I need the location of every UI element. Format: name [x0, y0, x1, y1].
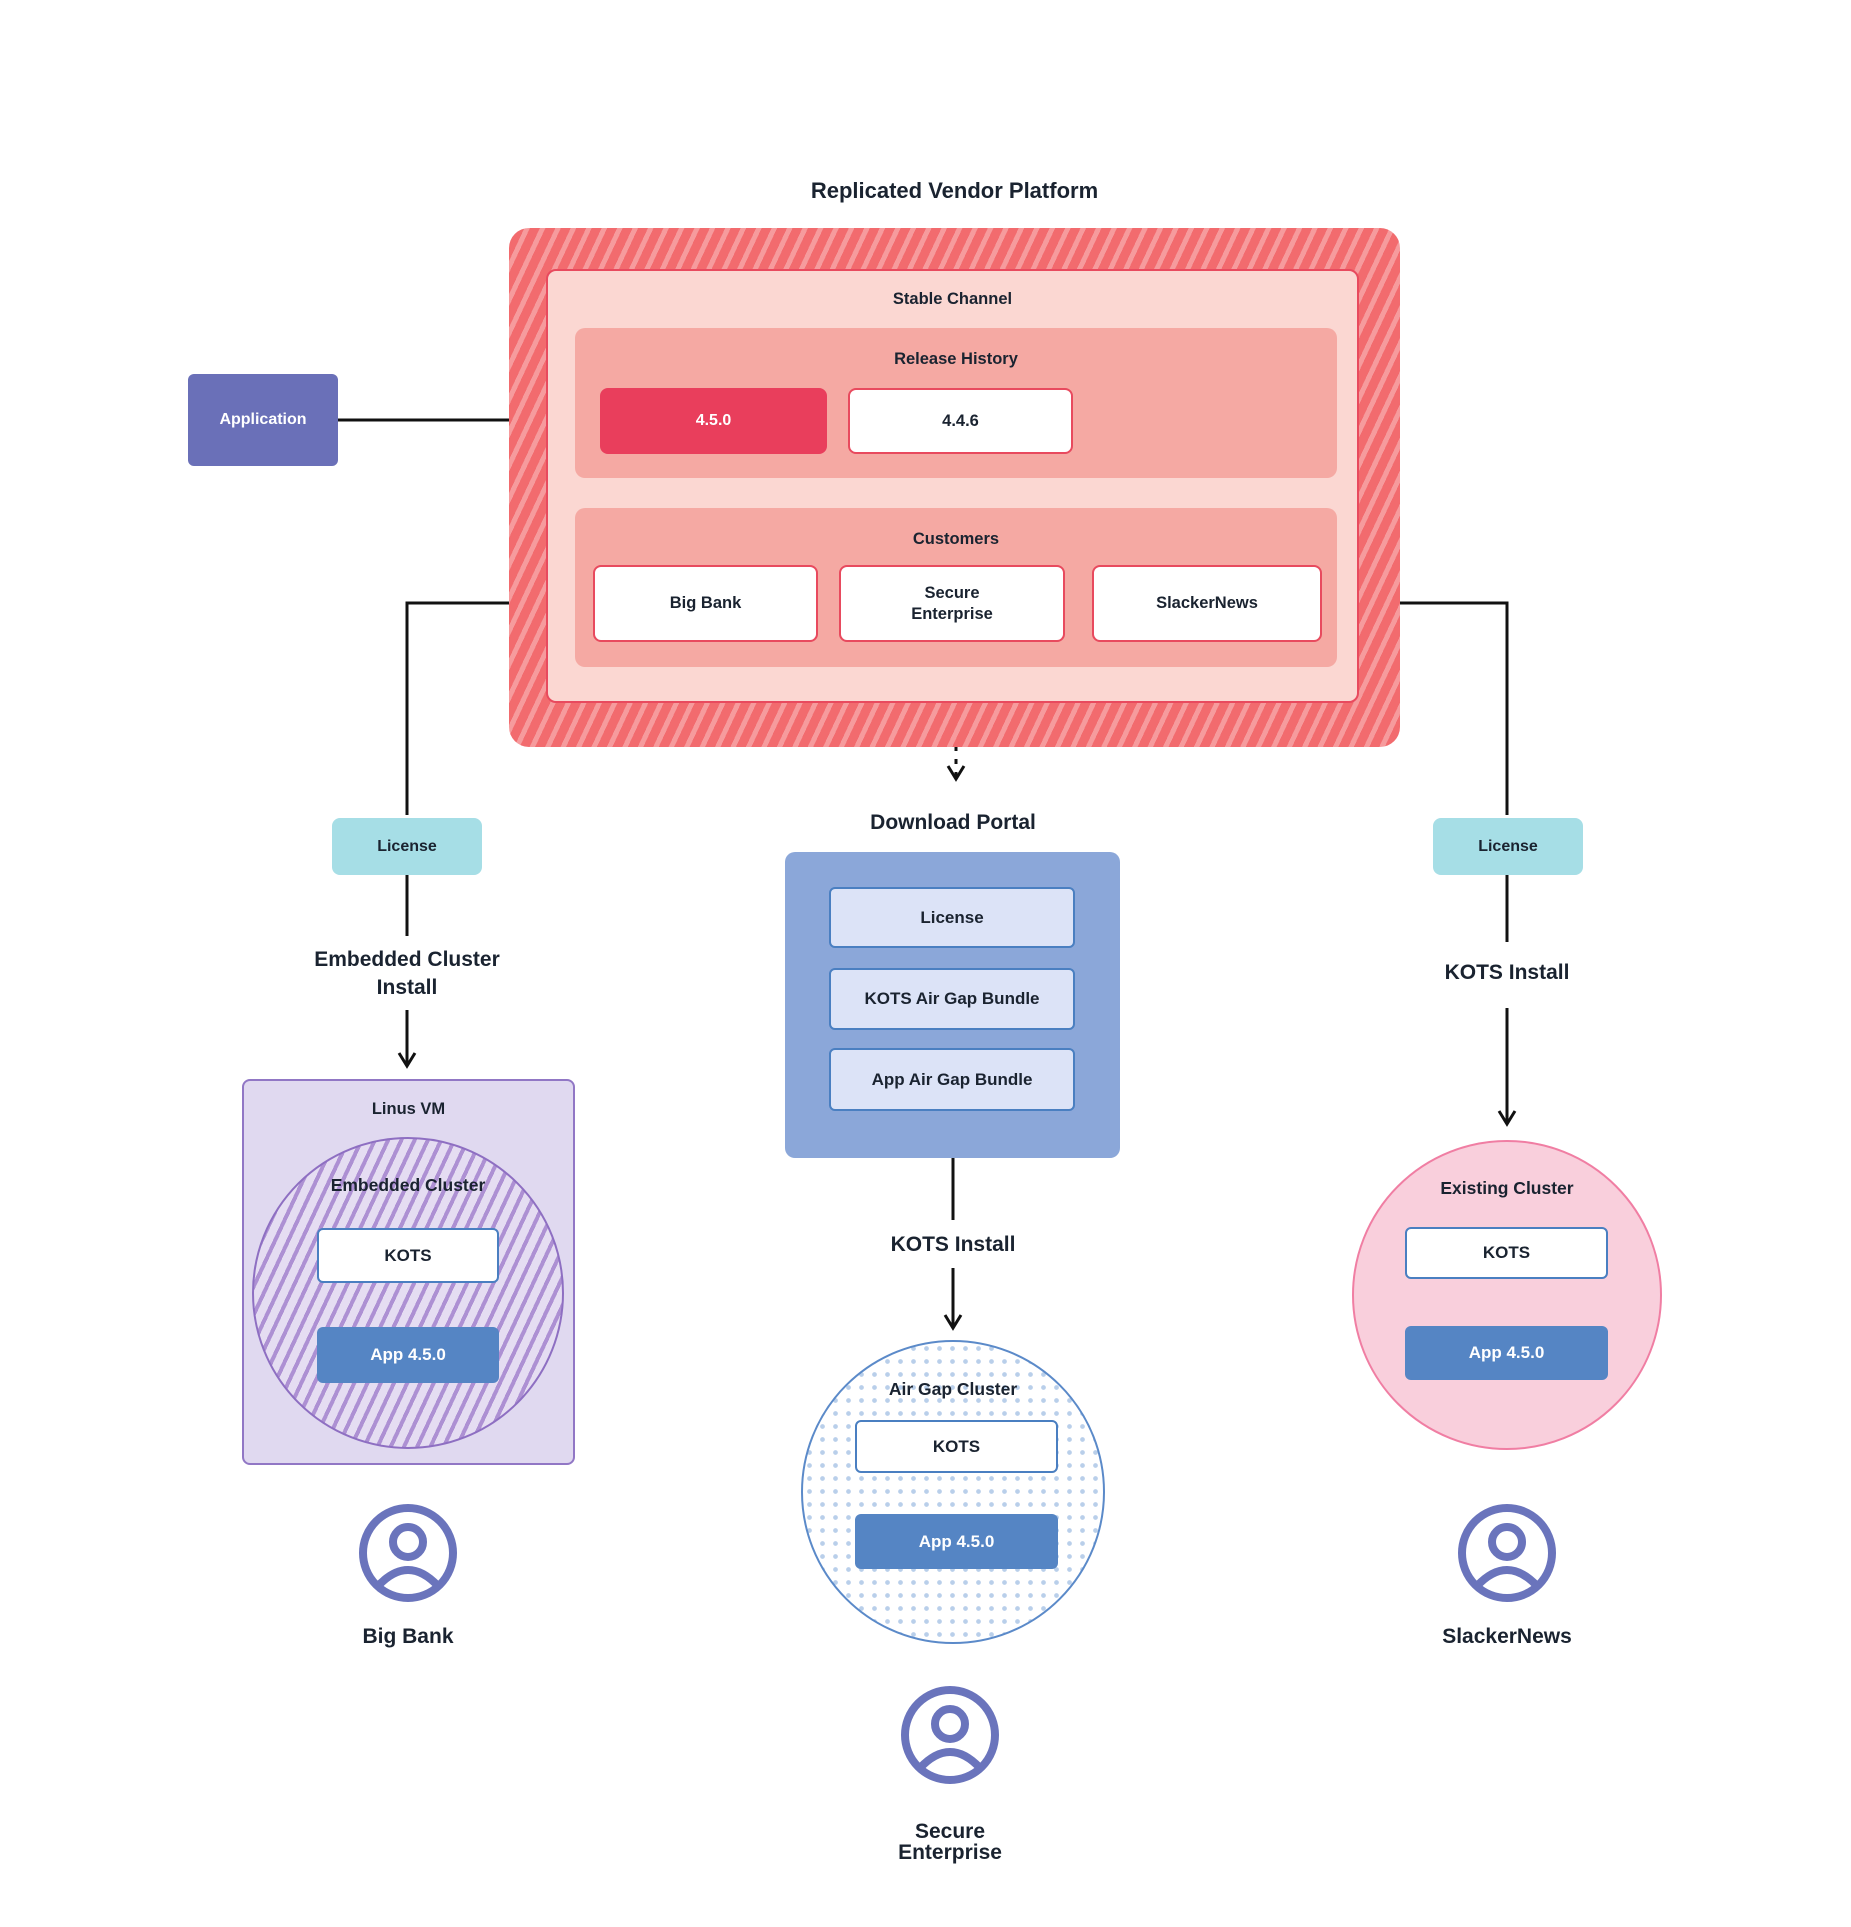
license-box-right: License — [1433, 818, 1583, 875]
existing-cluster-label: Existing Cluster — [1440, 1177, 1574, 1198]
license-box-left: License — [332, 818, 482, 875]
diagram-title: Replicated Vendor Platform — [810, 178, 1099, 203]
portal-app-airgap-bundle-box: App Air Gap Bundle — [829, 1048, 1075, 1111]
kots-box-left: KOTS — [317, 1228, 499, 1283]
secure-enterprise-user-label: Secure Enterprise — [850, 1812, 1050, 1872]
customer-secure-enterprise: Secure Enterprise — [839, 565, 1065, 642]
existing-cluster-circle — [1352, 1140, 1662, 1450]
release-4-5-0: 4.5.0 — [600, 388, 827, 454]
kots-install-label-right: KOTS Install — [1444, 961, 1570, 984]
portal-kots-airgap-bundle-box: KOTS Air Gap Bundle — [829, 968, 1075, 1030]
air-gap-cluster-circle — [801, 1340, 1105, 1644]
slackernews-user-label: SlackerNews — [1442, 1625, 1572, 1648]
release-history-label: Release History — [894, 349, 1018, 368]
embedded-cluster-circle — [252, 1137, 564, 1449]
embedded-cluster-label: Embedded Cluster — [330, 1174, 486, 1195]
linus-vm-label: Linus VM — [371, 1099, 446, 1118]
app-version-box-right: App 4.5.0 — [1405, 1326, 1608, 1380]
app-version-box-left: App 4.5.0 — [317, 1327, 499, 1383]
embedded-cluster-install-label: Embedded Cluster Install — [314, 948, 500, 999]
customer-slackernews-label: SlackerNews — [1156, 594, 1258, 612]
kots-box-right: KOTS — [1405, 1227, 1608, 1279]
download-portal-title: Download Portal — [870, 811, 1036, 834]
user-icon-slackernews — [1458, 1504, 1556, 1602]
application-box: Application — [188, 374, 338, 466]
stable-channel-label: Stable Channel — [892, 289, 1013, 308]
portal-license-box: License — [829, 887, 1075, 948]
app-version-box-mid: App 4.5.0 — [855, 1514, 1058, 1569]
kots-box-mid: KOTS — [855, 1420, 1058, 1473]
secure-enterprise-user-label-text: Secure Enterprise — [898, 1820, 1002, 1864]
air-gap-cluster-label: Air Gap Cluster — [888, 1378, 1018, 1399]
user-icon-secure-enterprise — [901, 1686, 999, 1784]
customers-label: Customers — [912, 529, 1000, 548]
customer-big-bank-label: Big Bank — [669, 594, 742, 612]
customer-slackernews: SlackerNews — [1092, 565, 1322, 642]
customer-big-bank: Big Bank — [593, 565, 818, 642]
release-4-4-6: 4.4.6 — [848, 388, 1073, 454]
kots-install-label-mid: KOTS Install — [890, 1233, 1016, 1256]
user-icon-big-bank — [359, 1504, 457, 1602]
customer-secure-enterprise-label: Secure Enterprise — [911, 583, 993, 623]
big-bank-user-label: Big Bank — [362, 1625, 454, 1648]
